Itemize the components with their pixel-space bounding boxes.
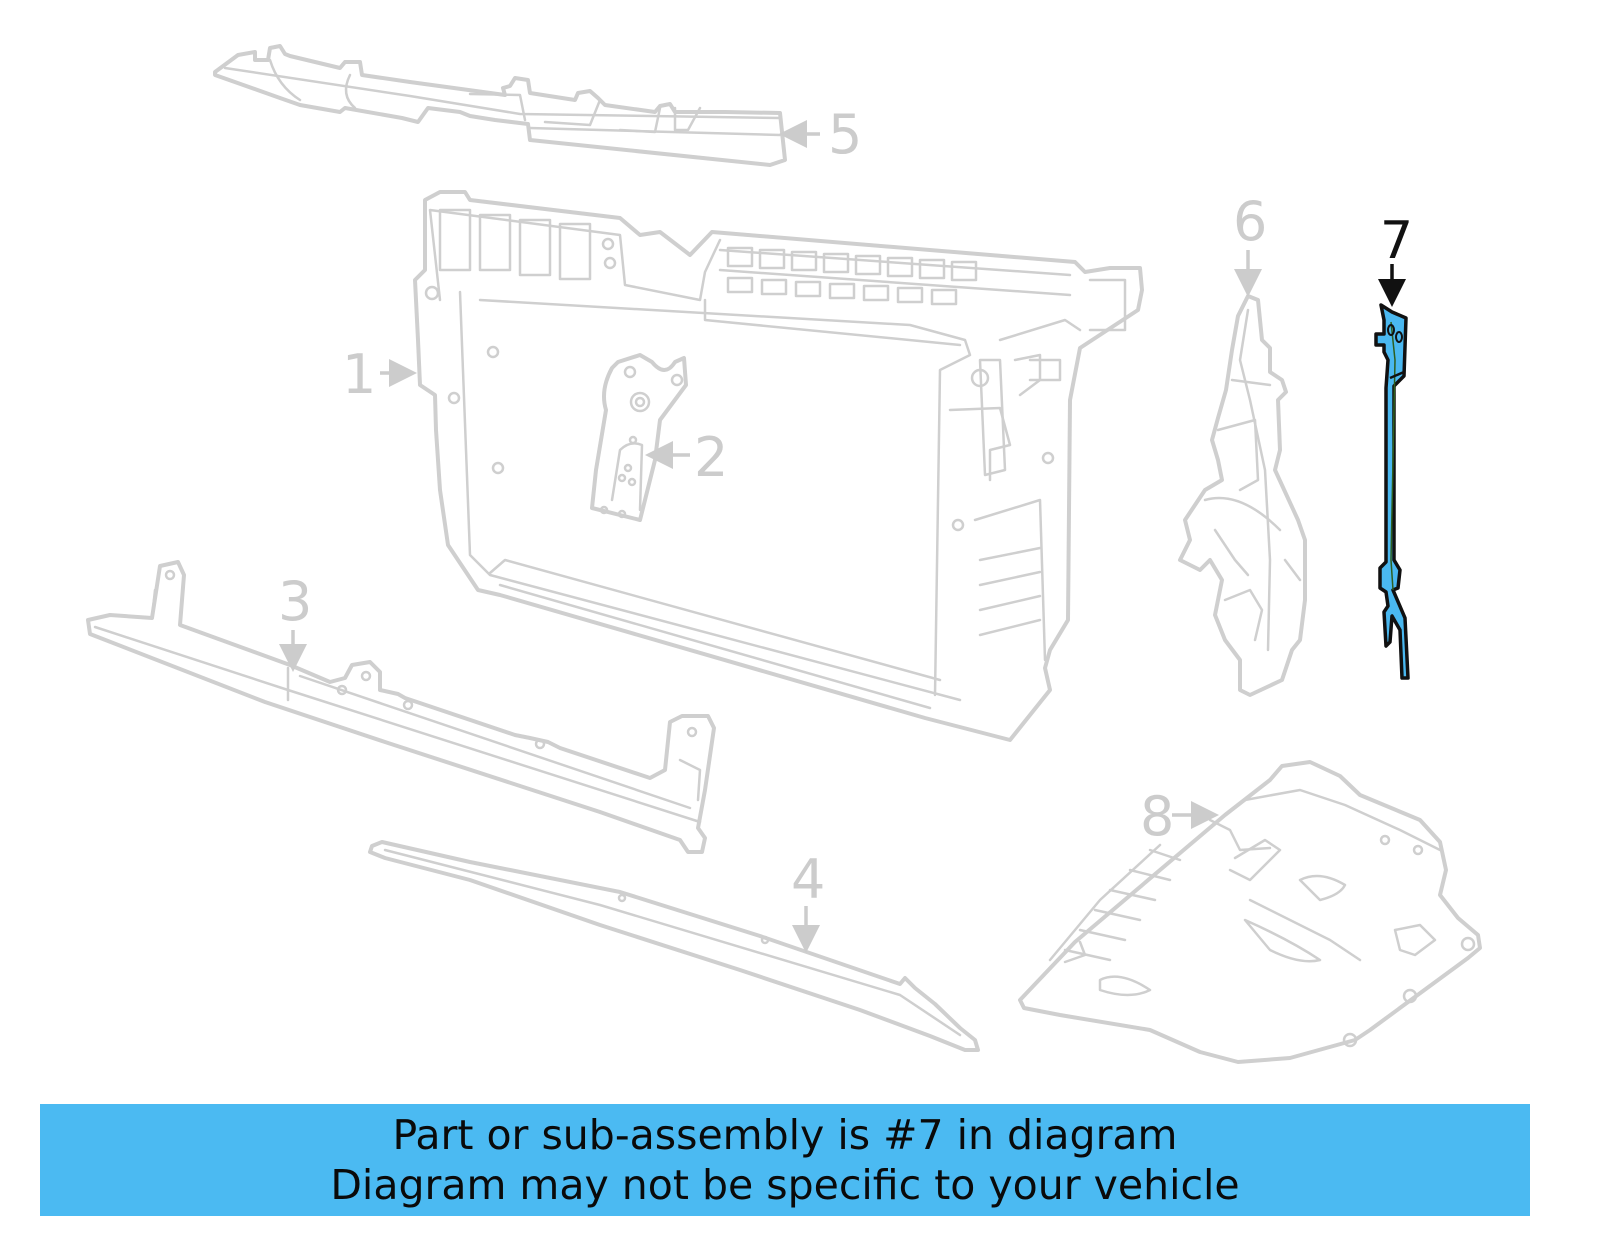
part-7-seal-bracket-highlighted[interactable] [1374, 303, 1410, 680]
callout-1: 1 [342, 343, 417, 406]
svg-text:4: 4 [791, 848, 825, 911]
svg-text:8: 8 [1140, 785, 1174, 848]
banner-disclaimer-text: Diagram may not be specific to your vehi… [330, 1161, 1240, 1209]
banner-part-callout-text: Part or sub-assembly is #7 in diagram [392, 1111, 1178, 1159]
svg-text:7: 7 [1380, 211, 1413, 271]
part-5-upper-cover[interactable] [213, 44, 787, 167]
callout-8: 8 [1140, 785, 1219, 848]
callout-7: 7 [1378, 211, 1413, 307]
part-3-lower-tie-bar[interactable] [86, 560, 716, 854]
svg-text:2: 2 [694, 426, 728, 489]
callout-4: 4 [791, 848, 825, 953]
part-8-splash-shield[interactable] [1018, 760, 1482, 1064]
part-6-air-guide[interactable] [1178, 294, 1307, 697]
svg-text:6: 6 [1233, 190, 1267, 253]
callout-2: 2 [645, 426, 728, 489]
svg-text:1: 1 [342, 343, 376, 406]
part-1-radiator-support[interactable] [413, 190, 1144, 742]
svg-text:3: 3 [278, 570, 312, 633]
callout-3: 3 [278, 570, 312, 672]
svg-text:5: 5 [828, 103, 862, 166]
callout-6: 6 [1233, 190, 1267, 297]
part-2-latch-bracket[interactable] [590, 353, 688, 522]
info-banner: Part or sub-assembly is #7 in diagram Di… [40, 1104, 1530, 1216]
callout-5: 5 [779, 103, 862, 166]
part-4-lower-deflector[interactable] [368, 840, 980, 1052]
